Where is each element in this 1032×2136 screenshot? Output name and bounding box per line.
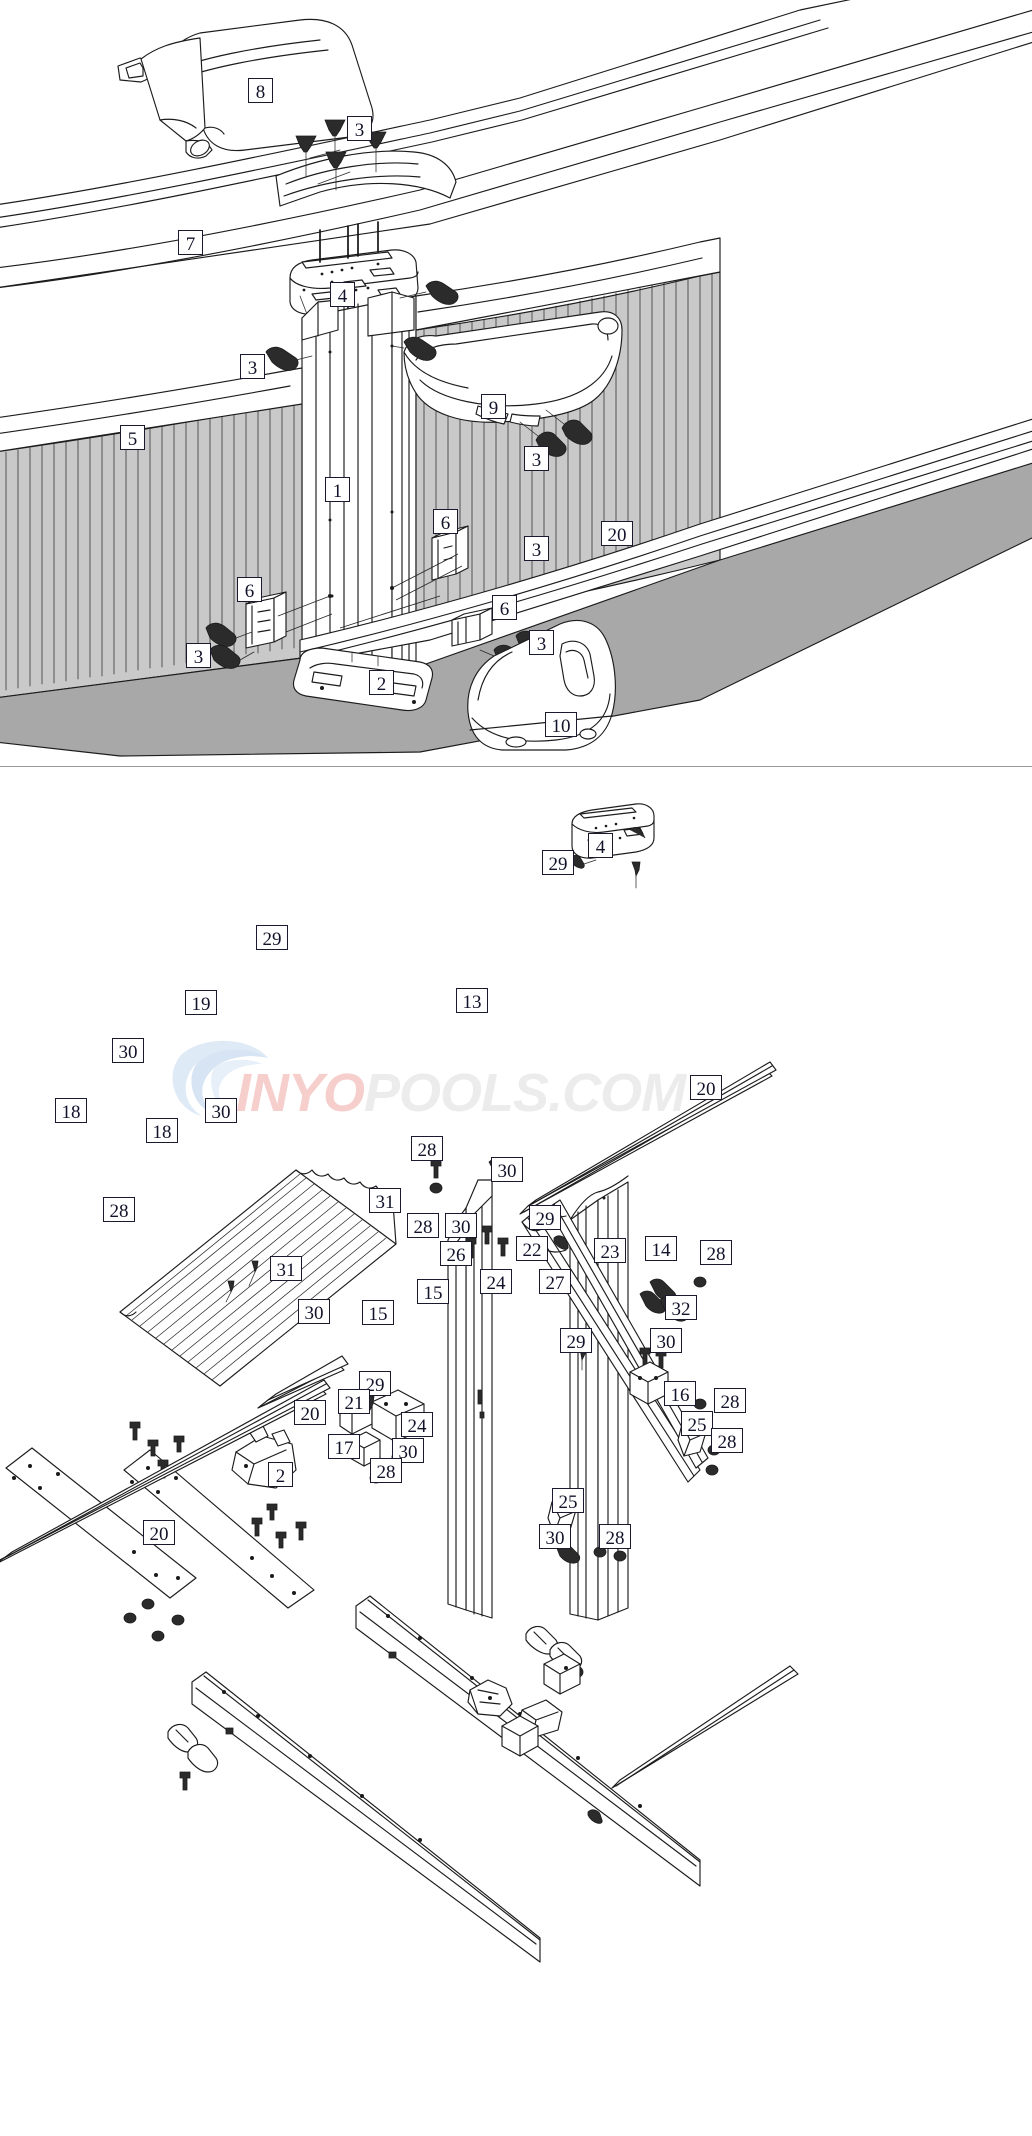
- part-30-bolts-mid-left: [251, 1503, 307, 1549]
- callout-nut-28: 28: [103, 1197, 135, 1222]
- callout-clip-31: 31: [270, 1256, 302, 1281]
- callout-top-rail-seal-20: 20: [601, 521, 633, 546]
- callout-screw-3: 3: [524, 536, 549, 561]
- callout-nut-28: 28: [714, 1388, 746, 1413]
- callout-base-plate-2: 2: [268, 1462, 293, 1487]
- callout-bolt-30: 30: [205, 1098, 237, 1123]
- callout-plate-16: 16: [664, 1381, 696, 1406]
- callout-bracket-26: 26: [440, 1241, 472, 1266]
- part-20-rail-seal-lower-b: [0, 1379, 331, 1563]
- callout-upright-post-23: 23: [594, 1238, 626, 1263]
- callout-upright-1: 1: [325, 477, 350, 502]
- callout-bolt-30: 30: [491, 1157, 523, 1182]
- part-19-corrugated-panel: [119, 1169, 397, 1387]
- part-3-screws-upright: [265, 280, 459, 371]
- part-20-long-diagonal: [611, 1665, 799, 1789]
- callout-corrugated-panel-19: 19: [185, 990, 217, 1015]
- callout-bolt-30: 30: [539, 1524, 571, 1549]
- callout-screw-3: 3: [347, 116, 372, 141]
- callout-diagonal-brace-14: 14: [645, 1236, 677, 1261]
- callout-clip-31: 31: [369, 1188, 401, 1213]
- fasteners-bottom-right: [613, 1464, 719, 1562]
- callout-nut-28: 28: [411, 1136, 443, 1161]
- part-28-nuts-left: [123, 1598, 185, 1642]
- callout-splice-plate-18: 18: [55, 1098, 87, 1123]
- part-10-bottom-cap: [467, 620, 616, 751]
- callout-cap-27: 27: [539, 1269, 571, 1294]
- callout-pop-rivet-29: 29: [256, 925, 288, 950]
- callout-pop-rivet-29: 29: [529, 1205, 561, 1230]
- callout-nut-28: 28: [370, 1458, 402, 1483]
- callout-bolt-30: 30: [298, 1299, 330, 1324]
- callout-wall-clip-6: 6: [237, 577, 262, 602]
- callout-corner-bracket-21: 21: [338, 1389, 370, 1414]
- callout-connector-plate-22: 22: [516, 1236, 548, 1261]
- callout-bolt-30: 30: [392, 1438, 424, 1463]
- callout-pop-rivet-29: 29: [560, 1328, 592, 1353]
- callout-joint-plate-24: 24: [480, 1269, 512, 1294]
- callout-nut-28: 28: [407, 1213, 439, 1238]
- callout-pop-rivet-29: 29: [542, 850, 574, 875]
- callout-pool-wall-5: 5: [120, 425, 145, 450]
- part-22-connector-plate: [543, 1653, 581, 1695]
- callout-top-plate-4: 4: [330, 282, 355, 307]
- callout-bolt-30: 30: [650, 1328, 682, 1353]
- part-3-screws-lower-left: [205, 622, 255, 669]
- part-16-plate: [629, 1361, 669, 1405]
- part-18-splice-plates: [5, 1447, 315, 1609]
- callout-wall-clip-6: 6: [433, 509, 458, 534]
- callout-bottom-rail-15: 15: [362, 1300, 394, 1325]
- callout-joint-plate-24: 24: [401, 1412, 433, 1437]
- callout-foot-plate-25: 25: [681, 1411, 713, 1436]
- callout-clamp-17: 17: [328, 1434, 360, 1459]
- callout-rail-seal-20: 20: [143, 1520, 175, 1545]
- part-20-rail-seal-upper: [519, 1061, 777, 1215]
- callout-screw-3: 3: [186, 643, 211, 668]
- callout-bottom-cap-10: 10: [545, 712, 577, 737]
- callout-bottom-rail-15: 15: [417, 1279, 449, 1304]
- part-7-top-rail: [0, 0, 1032, 288]
- part-20-rail-seal-lower-a: [257, 1355, 349, 1409]
- callout-wall-clip-6: 6: [492, 595, 517, 620]
- callout-bolt-assembly-32: 32: [665, 1295, 697, 1320]
- callout-bolt-30: 30: [445, 1213, 477, 1238]
- panel-divider: [0, 766, 1032, 767]
- callout-foot-plate-25: 25: [552, 1488, 584, 1513]
- callout-upright-column-13: 13: [456, 988, 488, 1013]
- callout-screw-3: 3: [524, 446, 549, 471]
- callout-nut-28: 28: [599, 1524, 631, 1549]
- callout-screw-3: 3: [529, 630, 554, 655]
- callout-top-rail-cap-8: 8: [248, 78, 273, 103]
- callout-screw-3: 3: [240, 354, 265, 379]
- callout-cove-seat-9: 9: [481, 394, 506, 419]
- callout-top-plate-4: 4: [588, 833, 613, 858]
- callout-nut-28: 28: [711, 1428, 743, 1453]
- callout-bolt-30: 30: [112, 1038, 144, 1063]
- part-26-bracket: [467, 1679, 513, 1717]
- callout-base-plate-2: 2: [369, 670, 394, 695]
- callout-top-rail-7: 7: [178, 230, 203, 255]
- part-15-bottom-rail-b: [191, 1671, 541, 1963]
- callout-splice-plate-18: 18: [146, 1118, 178, 1143]
- part-24-joint-plate-a: [501, 1715, 539, 1757]
- callout-rail-seal-20: 20: [690, 1075, 722, 1100]
- callout-nut-28: 28: [700, 1240, 732, 1265]
- callout-rail-seal-20: 20: [294, 1400, 326, 1425]
